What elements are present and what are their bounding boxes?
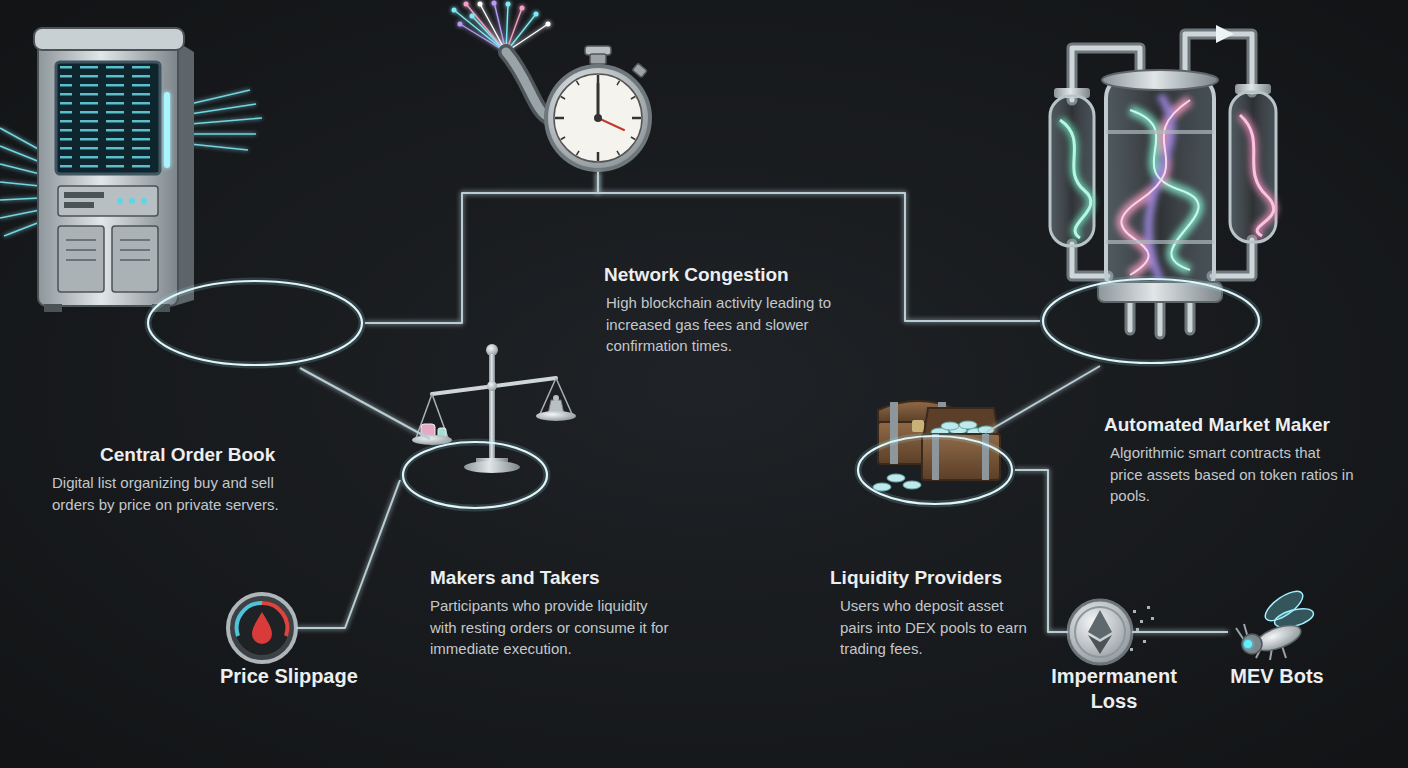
concept-node: Central Order BookDigital list organizin…: [145, 278, 365, 368]
ring-line: [403, 442, 547, 508]
concept-node: Price Slippage: [228, 594, 296, 662]
node-label: MEV Bots: [1227, 664, 1327, 689]
connector: [1132, 631, 1228, 633]
ring-outline: [855, 433, 1015, 507]
ring-glow: [148, 281, 362, 365]
connector: [365, 172, 598, 323]
node-description: Algorithmic smart contracts that price a…: [1110, 442, 1355, 507]
concept-node: Makers and TakersParticipants who provid…: [400, 439, 550, 511]
node-heading: Automated Market Maker: [1104, 413, 1364, 437]
ring-outline: [1040, 276, 1262, 366]
connector: [1015, 470, 1068, 632]
node-description: Digital list organizing buy and sell ord…: [52, 472, 304, 516]
concept-node: Liquidity ProvidersUsers who deposit ass…: [855, 433, 1015, 507]
ring-line: [858, 436, 1012, 504]
ring-glow: [858, 436, 1012, 504]
scales-illustration: [412, 344, 576, 473]
node-description: Users who deposit asset pairs into DEX p…: [840, 595, 1035, 660]
ring-line: [148, 281, 362, 365]
ring-glow: [403, 442, 547, 508]
concept-node: Network CongestionHigh blockchain activi…: [544, 64, 652, 172]
gauge-icon: [228, 594, 296, 662]
ring-glow: [1043, 279, 1259, 363]
ring-line: [1043, 279, 1259, 363]
server-illustration: [0, 28, 262, 312]
node-label: Impermanent Loss: [1044, 664, 1184, 714]
stopwatch-illustration: [452, 1, 653, 173]
connector: [300, 368, 430, 439]
connector: [985, 366, 1100, 433]
connector: [296, 480, 400, 628]
node-label: Price Slippage: [220, 664, 380, 689]
node-heading: Network Congestion: [604, 263, 864, 287]
ring-outline: [400, 439, 550, 511]
concept-node: Automated Market MakerAlgorithmic smart …: [1040, 276, 1262, 366]
concept-node: Impermanent Loss: [1068, 600, 1132, 664]
node-heading: Central Order Book: [100, 443, 340, 467]
node-description: High blockchain activity leading to incr…: [606, 292, 851, 357]
node-description: Participants who provide liquidity with …: [430, 595, 670, 660]
node-heading: Makers and Takers: [430, 566, 670, 590]
ring-outline: [145, 278, 365, 368]
concept-node: MEV Bots: [1228, 598, 1308, 662]
node-heading: Liquidity Providers: [830, 566, 1050, 590]
mev-bot-icon: [1236, 586, 1315, 660]
